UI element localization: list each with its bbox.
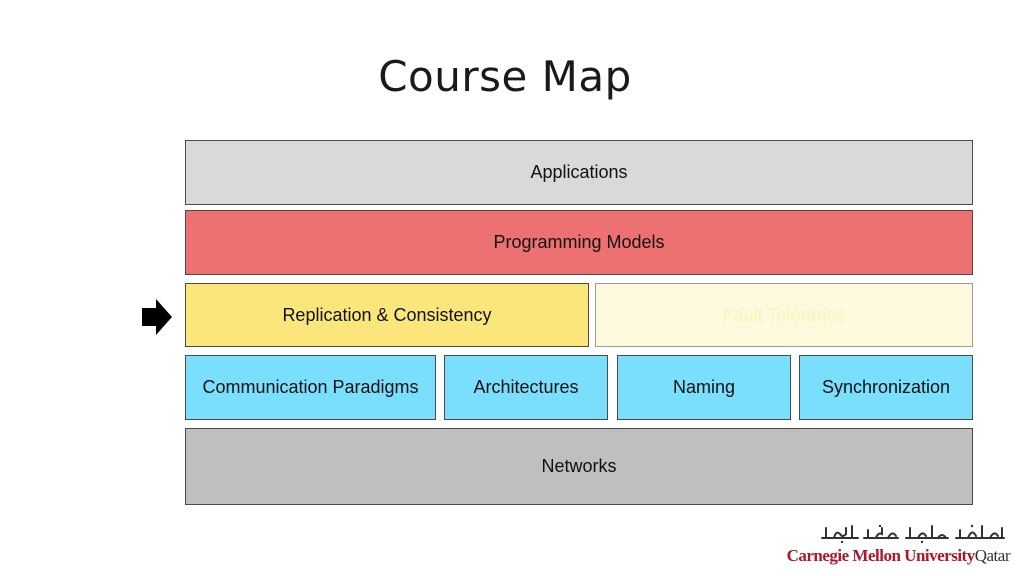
layer-fault-tolerance-label: Fault Tolerance [722,304,846,325]
layer-communication-paradigms: Communication Paradigms [185,355,436,420]
cmu-qatar-logo: Carnegie Mellon UniversityQatar [787,522,1012,568]
layer-applications: Applications [185,140,973,205]
logo-location: Qatar [974,546,1011,565]
layer-applications-label: Applications [530,162,628,182]
layer-naming-label: Naming [672,377,736,397]
layer-naming: Naming [617,355,791,420]
logo-name: Carnegie Mellon University [786,546,976,565]
layer-fault-tolerance: Fault Tolerance [595,283,973,347]
layer-architectures-label: Architectures [473,377,579,397]
arabic-logotype-icon [821,524,1005,544]
layer-networks-label: Networks [541,456,617,476]
layer-programming-models-label: Programming Models [493,232,665,252]
layer-replication-consistency: Replication & Consistency [185,283,589,347]
logo-wordmark: Carnegie Mellon UniversityQatar [786,546,1011,566]
layer-networks: Networks [185,428,973,505]
slide-title: Course Map [378,52,632,101]
layer-synchronization-label: Synchronization [821,377,951,397]
layer-replication-consistency-label: Replication & Consistency [282,304,492,325]
pointer-arrow-icon [142,299,172,335]
layer-synchronization: Synchronization [799,355,973,420]
layer-architectures: Architectures [444,355,608,420]
layer-communication-paradigms-label: Communication Paradigms [202,377,419,397]
layer-programming-models: Programming Models [185,210,973,275]
